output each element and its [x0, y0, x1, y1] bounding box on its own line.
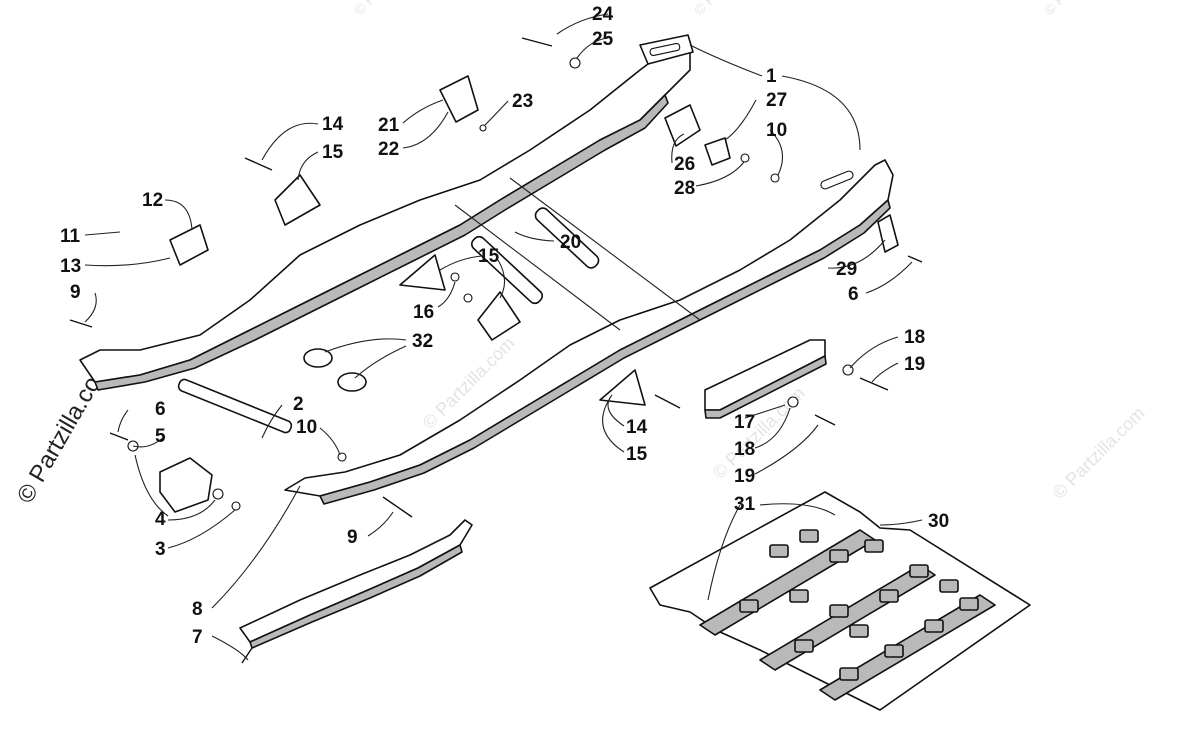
callout-9-left: 9: [70, 282, 81, 303]
slide-bracket-part: [704, 339, 827, 419]
callout-30: 30: [928, 511, 949, 532]
callout-14-top: 14: [322, 114, 344, 135]
callout-12: 12: [142, 190, 163, 211]
callouts: 24 25 1 27 10 26 28 21 22 23 14 15 12 11…: [60, 4, 949, 648]
callout-24: 24: [592, 4, 614, 25]
callout-5: 5: [155, 426, 166, 447]
watermark-faint-5: © Partzilla.com: [691, 0, 769, 18]
callout-27: 27: [766, 90, 787, 111]
callout-15-bottom: 15: [626, 444, 648, 465]
watermark-faint-6: © Partzilla.com: [1041, 0, 1119, 18]
wear-strip: [239, 519, 473, 649]
callout-7: 7: [192, 627, 203, 648]
left-slide-rail: [79, 34, 694, 391]
callout-31: 31: [734, 494, 756, 515]
callout-10-top: 10: [766, 120, 787, 141]
callout-18-bottom: 18: [734, 439, 755, 460]
callout-6-right: 6: [848, 284, 859, 305]
callout-10-bottom: 10: [296, 417, 317, 438]
callout-13: 13: [60, 256, 81, 277]
callout-28: 28: [674, 178, 695, 199]
callout-19-top: 19: [904, 354, 925, 375]
callout-29: 29: [836, 259, 857, 280]
callout-3: 3: [155, 539, 166, 560]
watermark-faint-3: © Partzilla.com: [1049, 403, 1149, 503]
callout-14-bottom: 14: [626, 417, 648, 438]
callout-6-left: 6: [155, 399, 166, 420]
callout-25: 25: [592, 29, 614, 50]
callout-22: 22: [378, 139, 399, 160]
watermark-faint-4: © Partzilla.com: [351, 0, 429, 18]
callout-2: 2: [293, 394, 304, 415]
leader-lines: [84, 13, 923, 661]
callout-16: 16: [413, 302, 434, 323]
callout-23: 23: [512, 91, 533, 112]
right-slide-rail: [284, 159, 894, 505]
callout-11: 11: [60, 226, 81, 247]
callout-19-bottom: 19: [734, 466, 755, 487]
callout-20: 20: [560, 232, 581, 253]
track-lugs: [739, 529, 979, 681]
callout-21: 21: [378, 115, 400, 136]
callout-17: 17: [734, 412, 755, 433]
callout-15-top: 15: [322, 142, 344, 163]
callout-26: 26: [674, 154, 695, 175]
rear-axle-part: [177, 378, 293, 434]
callout-18-top: 18: [904, 327, 925, 348]
cross-shafts: [454, 177, 701, 331]
callout-15-mid: 15: [478, 246, 500, 267]
track-part: [649, 491, 1031, 711]
callout-8: 8: [192, 599, 203, 620]
callout-9-bottom: 9: [347, 527, 358, 548]
callout-1: 1: [766, 66, 777, 87]
callout-4: 4: [155, 509, 166, 530]
callout-32: 32: [412, 331, 433, 352]
